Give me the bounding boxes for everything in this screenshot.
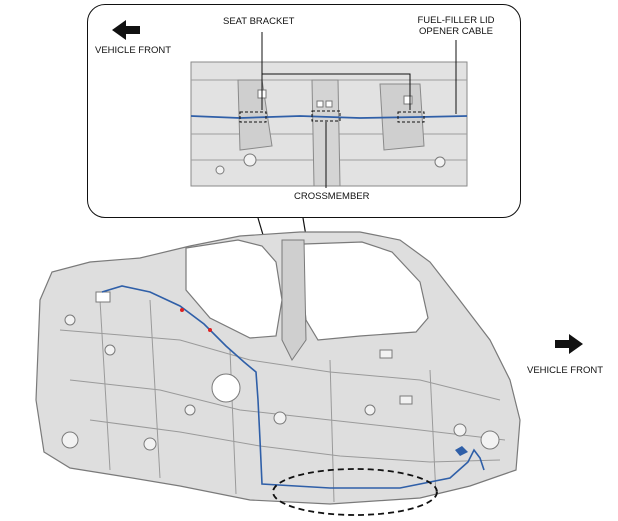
fuel-filler-label: FUEL-FILLER LID OPENER CABLE [410, 15, 502, 37]
vehicle-front-label-right: VEHICLE FRONT [527, 365, 604, 376]
clip-marker [180, 308, 184, 312]
callout-cable [190, 115, 468, 119]
arrow-left-icon [112, 20, 140, 40]
seat-bracket-label: SEAT BRACKET [223, 16, 295, 27]
fuel-filler-label-line1: FUEL-FILLER LID [417, 15, 495, 26]
detail-area-ellipse [272, 468, 438, 516]
seat-bracket-leader-2 [262, 73, 411, 110]
callout-frame [87, 4, 521, 218]
fuel-filler-label-line2: OPENER CABLE [419, 26, 493, 37]
opener-cable-path [101, 285, 485, 489]
vehicle-body [35, 231, 521, 505]
clip-marker [208, 328, 212, 332]
crossmember-label: CROSSMEMBER [294, 191, 370, 202]
vehicle-front-label-top: VEHICLE FRONT [95, 45, 172, 56]
arrow-right-icon [555, 334, 583, 354]
cable-end-clip [455, 446, 468, 456]
